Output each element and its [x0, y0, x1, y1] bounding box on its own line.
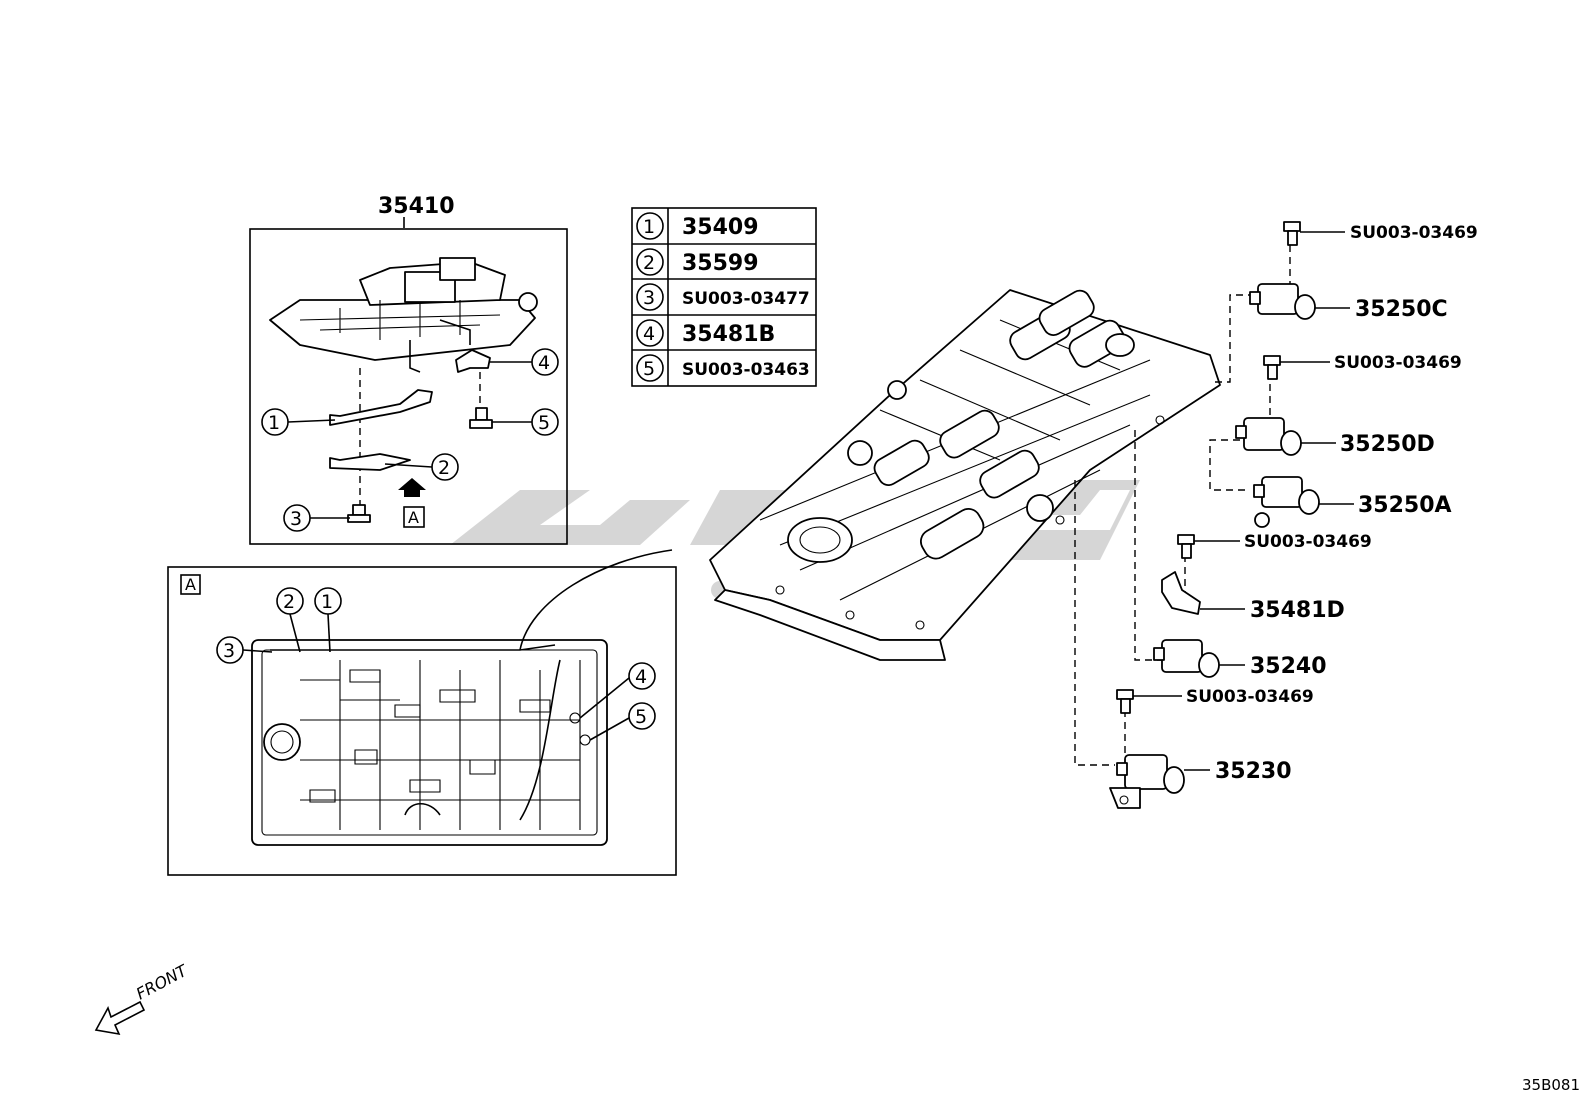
callout-3-top: 3	[290, 508, 302, 530]
bolt-part3-shape	[347, 504, 371, 523]
legend-key-2: 2	[643, 252, 655, 274]
callout-3-detail: 3	[223, 640, 235, 662]
callout-4-top: 4	[538, 352, 550, 374]
callout-2-top: 2	[438, 457, 450, 479]
view-arrow-icon	[398, 478, 426, 497]
label-bolt-e: SU003-03469	[1244, 532, 1372, 552]
legend-key-4: 4	[643, 323, 655, 345]
legend-part-1: 35409	[682, 215, 759, 240]
bracket-35481d-shape	[1161, 571, 1201, 615]
label-bolt-f: SU003-03469	[1186, 687, 1314, 707]
label-bolt-c: SU003-03469	[1350, 223, 1478, 243]
solenoid-35250a-shape	[1253, 476, 1320, 528]
legend-part-2: 35599	[682, 251, 759, 276]
callout-1-top: 1	[268, 412, 280, 434]
legend-part-5: SU003-03463	[682, 360, 810, 380]
front-arrow-icon	[94, 1000, 146, 1036]
solenoid-35250c-shape	[1249, 283, 1316, 320]
detail-view-box	[167, 566, 677, 876]
label-bolt-d: SU003-03469	[1334, 353, 1462, 373]
callout-1-detail: 1	[321, 591, 333, 613]
diagram-code: 35B081	[1522, 1076, 1580, 1094]
label-35240: 35240	[1250, 654, 1327, 679]
bolt-second-shape	[1263, 355, 1281, 380]
bolt-part5-shape	[469, 407, 493, 429]
legend-part-3: SU003-03477	[682, 289, 810, 309]
plate-35599-shape	[329, 453, 411, 471]
bolt-fourth-shape	[1116, 689, 1134, 714]
label-35250c: 35250C	[1355, 297, 1448, 322]
callout-2-detail: 2	[283, 591, 295, 613]
main-valve-body-illustration	[709, 289, 1221, 661]
callout-5-detail: 5	[635, 706, 647, 728]
bolt-third-shape	[1177, 534, 1195, 559]
view-tag-a: A	[408, 508, 419, 527]
label-35250a: 35250A	[1358, 493, 1452, 518]
bolt-top-shape	[1283, 221, 1301, 246]
solenoid-35230-shape	[1109, 754, 1185, 809]
callout-4-detail: 4	[635, 666, 647, 688]
label-35230: 35230	[1215, 759, 1292, 784]
plate-35409-shape	[329, 389, 433, 426]
legend-table: 1 2 3 4 5 35409 35599 SU003-03477 35481B…	[631, 207, 817, 387]
legend-key-3: 3	[643, 287, 655, 309]
legend-key-1: 1	[643, 216, 655, 238]
assembly-35410-label: 35410	[378, 194, 455, 219]
solenoid-35240-shape	[1153, 639, 1220, 678]
label-35481d: 35481D	[1250, 598, 1345, 623]
detail-view-tag: A	[185, 575, 196, 594]
legend-key-5: 5	[643, 358, 655, 380]
callout-5-top: 5	[538, 412, 550, 434]
legend-part-4: 35481B	[682, 322, 775, 347]
label-35250d: 35250D	[1340, 432, 1435, 457]
front-label: FRONT	[133, 961, 191, 1004]
valve-body-underside-illustration	[251, 549, 673, 846]
solenoid-35250d-shape	[1235, 417, 1302, 456]
bracket-35481b-shape	[455, 349, 491, 373]
view-tag-box	[403, 506, 425, 528]
valve-body-small-illustration	[269, 257, 538, 373]
assembly-box	[249, 228, 568, 545]
